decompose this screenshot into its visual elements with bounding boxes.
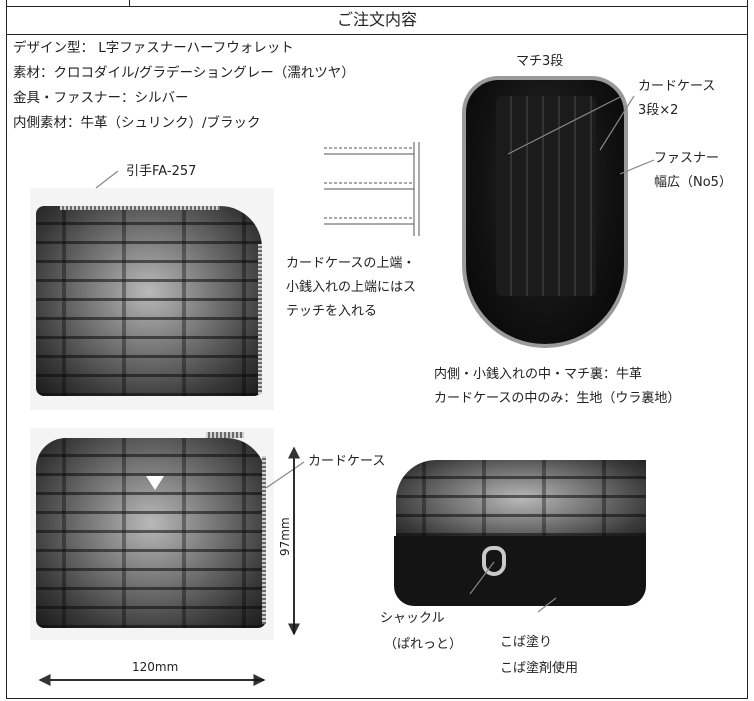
shackle-ring: [482, 546, 506, 576]
wallet-back-body: [36, 438, 266, 628]
shackle-detail-body: [396, 460, 646, 546]
label-width: 120mm: [132, 660, 179, 674]
shackle-detail-photo: [384, 456, 646, 618]
wallet-front-zip-top: [60, 206, 220, 210]
label-height: 97mm: [278, 517, 292, 556]
wallet-back-zip-top: [206, 432, 244, 438]
page-title: ご注文内容: [7, 6, 747, 35]
wallet-front-body: [36, 206, 262, 396]
label-inside-2: カードケースの中のみ：生地（ウラ裏地）: [434, 391, 681, 406]
strip-divider: [129, 0, 130, 6]
spec-design: デザイン型： L字ファスナーハーフウォレット: [13, 40, 294, 56]
spec-lining: 内側素材：牛革（シュリンク）/ブラック: [13, 115, 261, 131]
label-edge: こば塗り: [500, 635, 553, 650]
wallet-back-zip-side: [262, 456, 266, 624]
card-slot-marker: [146, 476, 164, 490]
label-puller: 引手FA-257: [126, 164, 197, 179]
label-shackle: シャックル: [380, 611, 445, 626]
label-shackle-reading: （ぱれっと）: [384, 637, 463, 652]
label-stitch-2: 小銭入れの上端にはス: [286, 280, 417, 295]
wallet-interior-pockets: [496, 96, 596, 296]
top-strip: [7, 0, 747, 7]
label-cardcase-front: カードケース: [308, 454, 386, 469]
wallet-front-photo: [30, 188, 274, 410]
wallet-interior-photo: [456, 68, 636, 358]
label-gusset: マチ3段: [516, 54, 564, 69]
spec-hardware: 金具・ファスナー：シルバー: [13, 90, 189, 106]
label-cardcase-top: カードケース: [638, 79, 716, 94]
label-stitch-3: テッチを入れる: [286, 304, 378, 319]
label-edge-agent: こば塗剤使用: [500, 661, 579, 676]
label-zipper: ファスナー: [654, 151, 720, 166]
label-zipper-width: 幅広（No5）: [654, 175, 732, 190]
stitch-diagram: [324, 142, 420, 236]
order-sheet: ご注文内容 デザイン型： L字ファスナーハーフウォレット 素材：クロコダイル/グ…: [6, 0, 748, 699]
spec-material: 素材：クロコダイル/グラデーショングレー（濡れツヤ）: [13, 65, 355, 81]
label-inside-1: 内側・小銭入れの中・マチ裏：牛革: [434, 367, 643, 382]
label-cardcase-count: 3段×2: [638, 103, 679, 118]
wallet-front-zip-side: [258, 244, 262, 394]
shackle-detail-lining: [394, 536, 646, 606]
wallet-back-photo: [30, 428, 274, 640]
label-stitch-1: カードケースの上端・: [286, 256, 416, 271]
